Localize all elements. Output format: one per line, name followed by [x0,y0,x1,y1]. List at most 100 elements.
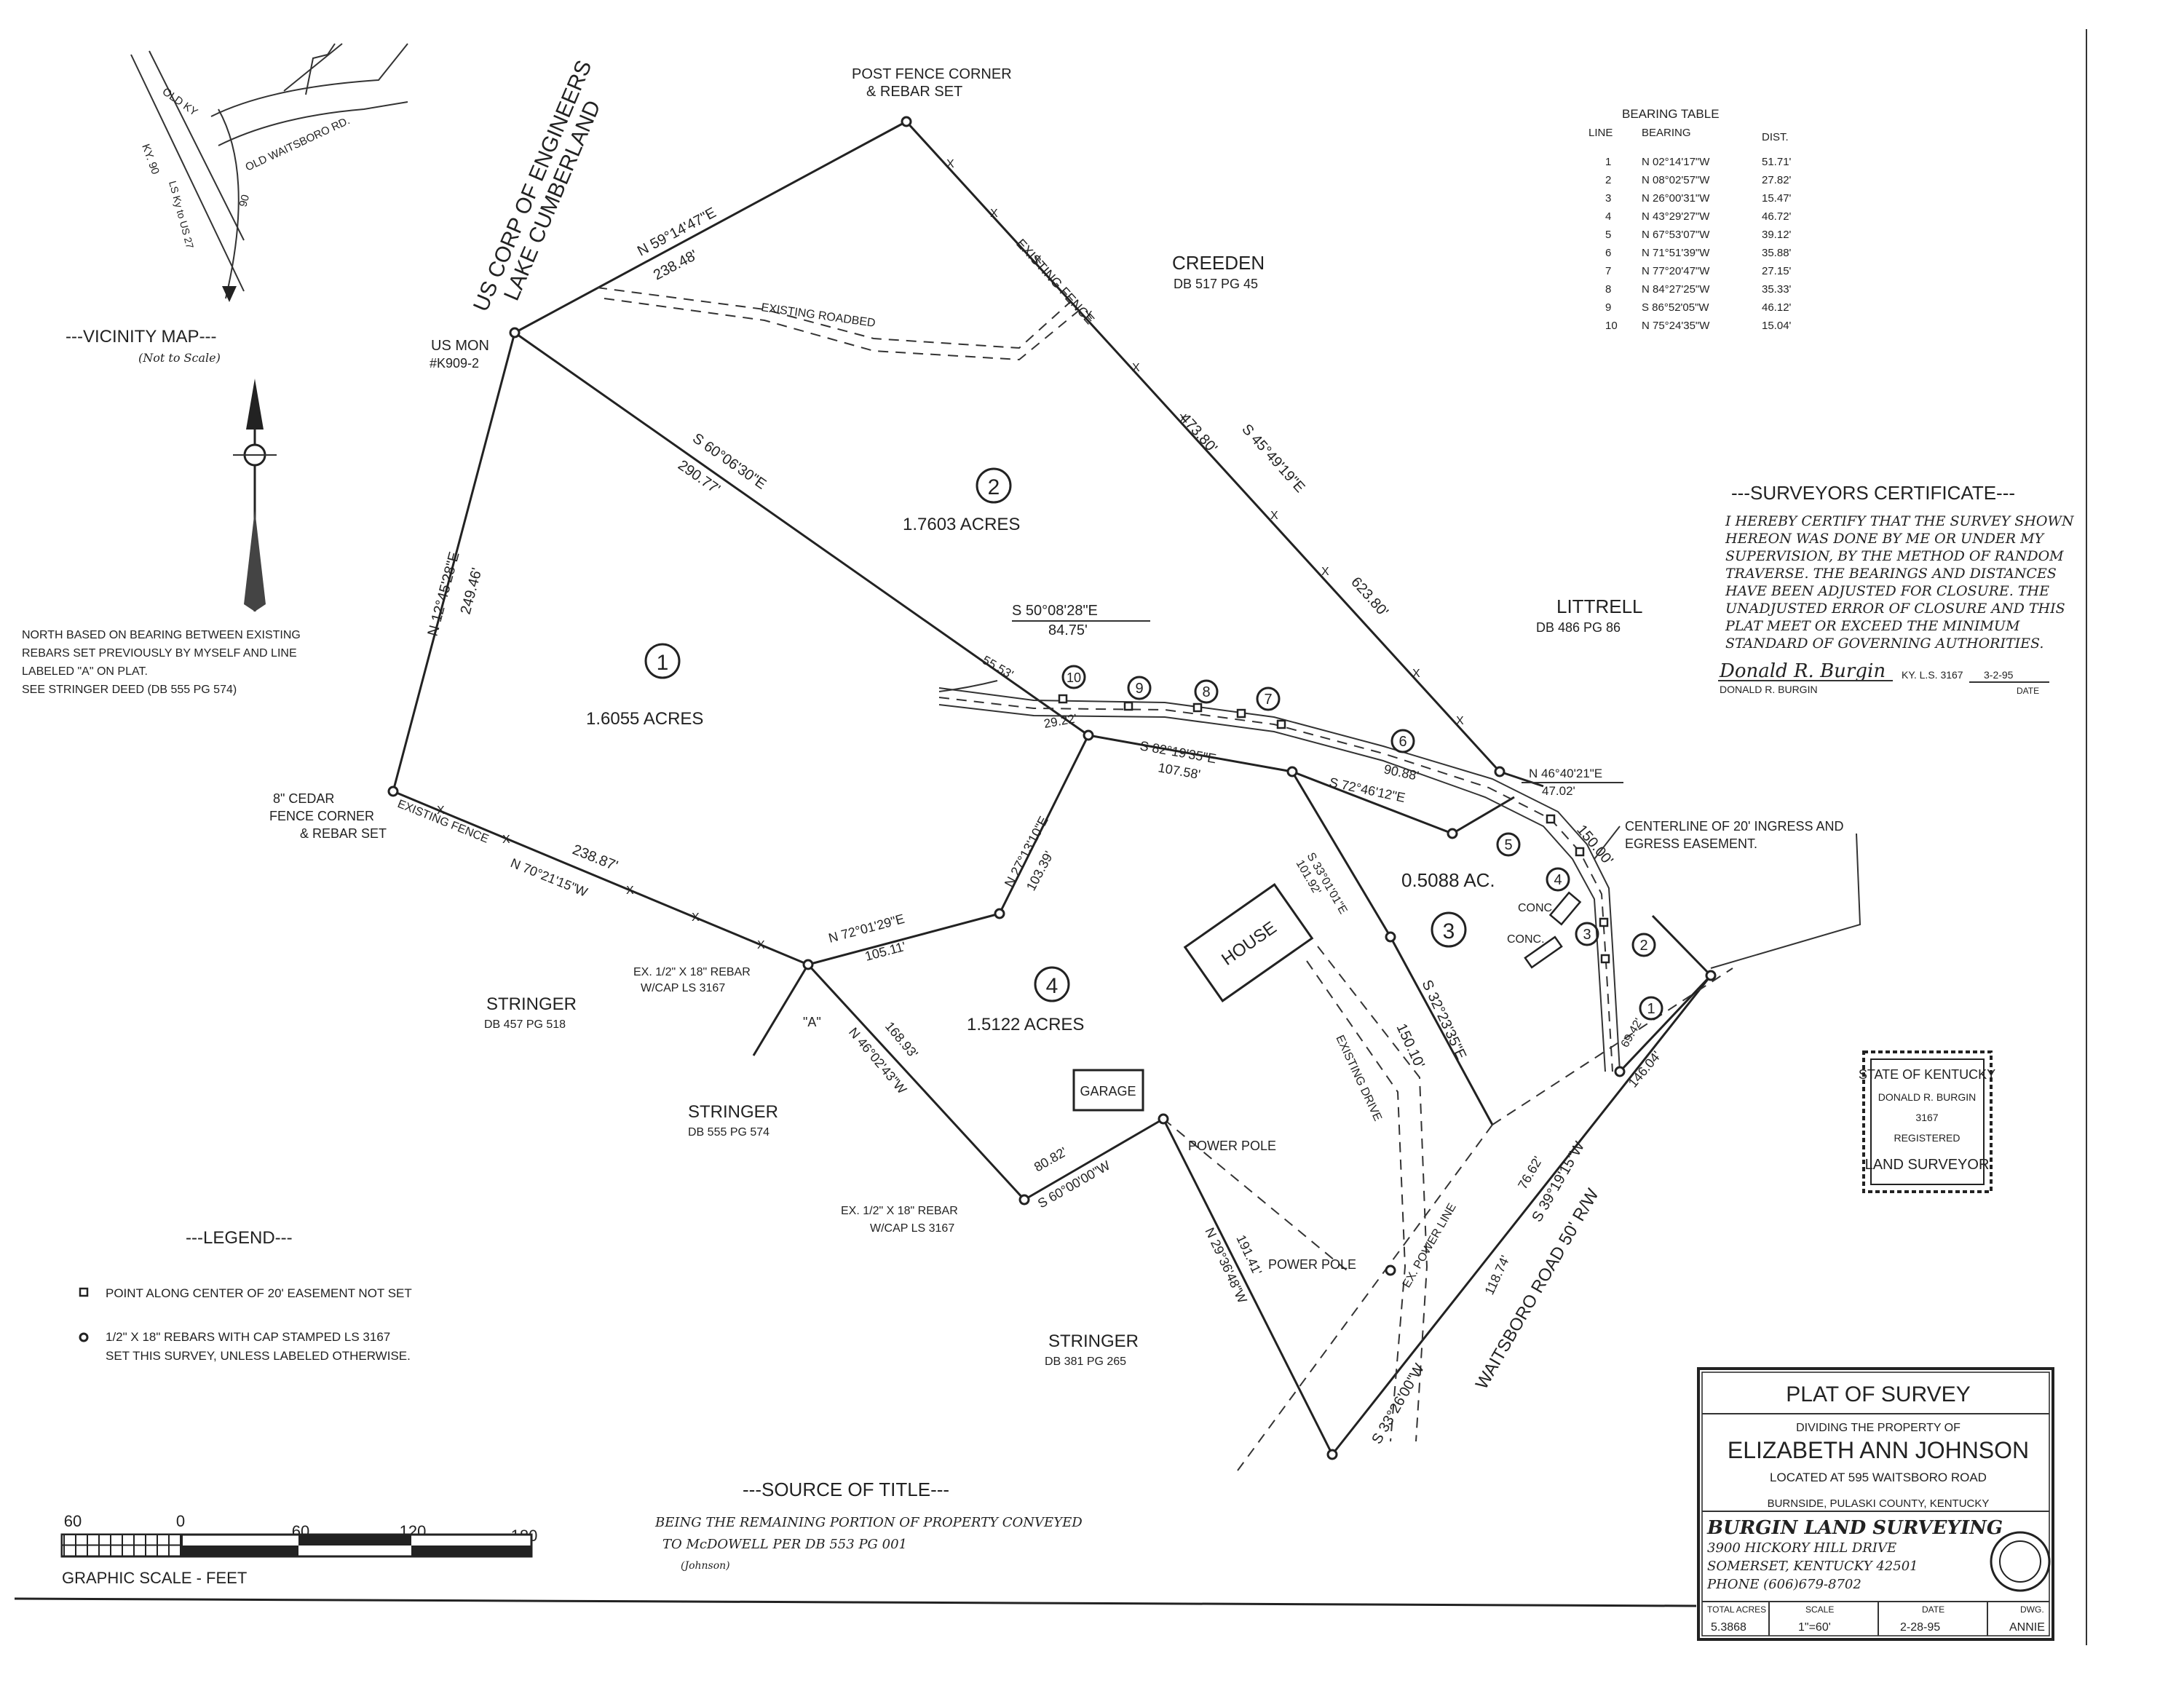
line-s60 [514,331,1089,737]
owner-name: ELIZABETH ANN JOHNSON [1728,1437,2029,1463]
title-block: PLAT OF SURVEY DIVIDING THE PROPERTY OF … [1697,1367,2054,1641]
surveyor-certificate: ---SURVEYORS CERTIFICATE--- I HEREBY CER… [1718,482,2075,696]
svg-text:X: X [502,834,510,846]
easement-point-8: 8 [1202,684,1210,700]
svg-text:DB 381 PG 265: DB 381 PG 265 [1045,1355,1126,1368]
svg-text:UNADJUSTED ERROR OF CLOSURE AN: UNADJUSTED ERROR OF CLOSURE AND THIS [1725,601,2065,617]
bearing-table-cell: 3 [1605,192,1611,205]
ky90-road [130,54,245,292]
line-a [752,964,810,1056]
svg-text:150.10': 150.10' [1393,1021,1427,1071]
svg-text:KY. L.S. 3167: KY. L.S. 3167 [1902,669,1963,681]
svg-text:STATE OF KENTUCKY: STATE OF KENTUCKY [1859,1067,1995,1082]
svg-text:STANDARD OF GOVERNING AUTHORIT: STANDARD OF GOVERNING AUTHORITIES. [1725,636,2043,652]
garage-label: GARAGE [1080,1084,1136,1099]
svg-text:249.46': 249.46' [458,566,486,616]
vicinity-road-90: 90 [237,194,252,209]
svg-text:X: X [946,158,954,170]
svg-text:BEING THE REMAINING PORTION OF: BEING THE REMAINING PORTION OF PROPERTY … [654,1515,1083,1530]
bearing-table-title: BEARING TABLE [1622,107,1720,121]
bearing-table-cell: 7 [1605,265,1611,277]
line-s72 [1291,770,1453,835]
line-n59 [514,120,907,334]
old-waitsboro-road [210,43,408,117]
svg-text:105.11': 105.11' [863,939,907,964]
svg-text:NORTH BASED ON BEARING BETWEEN: NORTH BASED ON BEARING BETWEEN EXISTING [22,629,301,641]
bearing-n59: N 59°14'47"E [635,205,719,259]
tract-2-acres: 1.7603 ACRES [903,515,1020,534]
existing-roadbed: EXISTING ROADBED [596,287,1085,361]
svg-text:X: X [1270,510,1278,522]
bearing-table-cell: 8 [1605,283,1611,296]
bearing-table-cell: 35.88' [1762,247,1792,259]
scale-value: 1"=60' [1798,1621,1831,1634]
dwg-name: ANNIE [2009,1621,2045,1634]
svg-text:& REBAR SET: & REBAR SET [300,826,387,841]
svg-text:107.58': 107.58' [1157,760,1201,782]
svg-text:X: X [437,804,445,817]
dist-473: 473.80' [1176,411,1220,456]
owner-stringer-1: STRINGER [486,994,577,1014]
bearing-table-cell: 27.15' [1762,265,1792,277]
svg-text:TOTAL ACRES: TOTAL ACRES [1707,1604,1766,1615]
svg-text:DB 555 PG 574: DB 555 PG 574 [688,1126,769,1139]
line-n72 [807,912,1000,966]
firm-name: BURGIN LAND SURVEYING [1706,1517,2003,1539]
svg-text:47.02': 47.02' [1542,784,1575,798]
owner-littrell: LITTRELL [1556,595,1643,617]
svg-text:3900 HICKORY HILL DRIVE: 3900 HICKORY HILL DRIVE [1707,1540,1896,1556]
tract-4-marker [1034,966,1070,1002]
svg-text:X: X [1179,413,1187,425]
svg-text:EGRESS EASEMENT.: EGRESS EASEMENT. [1625,836,1757,851]
svg-text:29.22': 29.22' [1042,711,1077,731]
bearing-n72: N 72°01'29"E [827,911,906,946]
bearing-n12: N 12°45'28"E [425,550,463,638]
svg-text:DATE: DATE [1922,1604,1944,1615]
bearing-table-cell: 15.04' [1762,320,1792,332]
vicinity-map: OLD KY OLD WAITSBORO RD. KY. 90 LS Ky to… [66,43,408,365]
svg-text:60: 60 [64,1512,82,1530]
svg-text:#K909-2: #K909-2 [430,356,479,371]
total-acres: 5.3868 [1711,1621,1746,1634]
legend-title: ---LEGEND--- [186,1228,293,1248]
labels: POST FENCE CORNER & REBAR SET US CORP OF… [269,57,1861,1447]
bearing-table-cell: N 77°20'47"W [1642,265,1710,277]
svg-text:DONALD R. BURGIN: DONALD R. BURGIN [1720,684,1818,695]
bearing-table-cell: 6 [1605,247,1611,259]
bearing-table-cell: 2 [1605,174,1611,186]
svg-text:DB 457 PG 518: DB 457 PG 518 [484,1018,566,1031]
conc-label-1: CONC. [1518,902,1556,914]
vicinity-subtitle: (Not to Scale) [138,351,221,365]
svg-text:DB 486 PG 86: DB 486 PG 86 [1536,620,1621,635]
easement-point-labels: 1 2 3 4 5 6 7 8 9 10 [1061,665,1663,1021]
bearing-table-cell: N 43°29'27"W [1642,210,1710,223]
bearing-table-cell: 46.12' [1762,301,1792,314]
existing-drive-label: EXISTING DRIVE [1333,1034,1384,1123]
owner-creeden: CREEDEN [1172,252,1265,274]
svg-text:W/CAP LS 3167: W/CAP LS 3167 [870,1222,954,1235]
svg-text:X: X [1456,715,1464,727]
svg-text:REBARS SET PREVIOUSLY BY MYSEL: REBARS SET PREVIOUSLY BY MYSELF AND LINE [22,647,297,660]
svg-text:DIVIDING THE PROPERTY OF: DIVIDING THE PROPERTY OF [1796,1422,1961,1434]
bearing-n70: N 70°21'15"W [509,855,590,900]
tract-3-acres: 0.5088 AC. [1401,869,1495,891]
us-mon-label: US MON [431,338,489,354]
line-s60w [1024,1117,1164,1201]
bearing-table-cell: 46.72' [1762,210,1792,223]
svg-text:BURNSIDE, PULASKI COUNTY, KENT: BURNSIDE, PULASKI COUNTY, KENTUCKY [1768,1497,1990,1510]
legend: ---LEGEND--- POINT ALONG CENTER OF 20' E… [79,1228,412,1363]
svg-text:PHONE (606)679-8702: PHONE (606)679-8702 [1706,1577,1861,1592]
svg-text:FENCE CORNER: FENCE CORNER [269,809,374,823]
bearing-table-header-bearing: BEARING [1642,127,1691,139]
easement-point-5: 5 [1504,837,1512,853]
svg-text:X: X [757,939,765,951]
page-bottom-edge [14,1597,1697,1607]
tract-2-marker [976,467,1012,504]
legend-circle-icon [79,1332,89,1342]
existing-roadbed-label: EXISTING ROADBED [760,301,876,330]
svg-text:69.42': 69.42' [1619,1016,1645,1050]
owner-stringer-3: STRINGER [1048,1331,1139,1351]
power-lines [1163,967,1733,1471]
